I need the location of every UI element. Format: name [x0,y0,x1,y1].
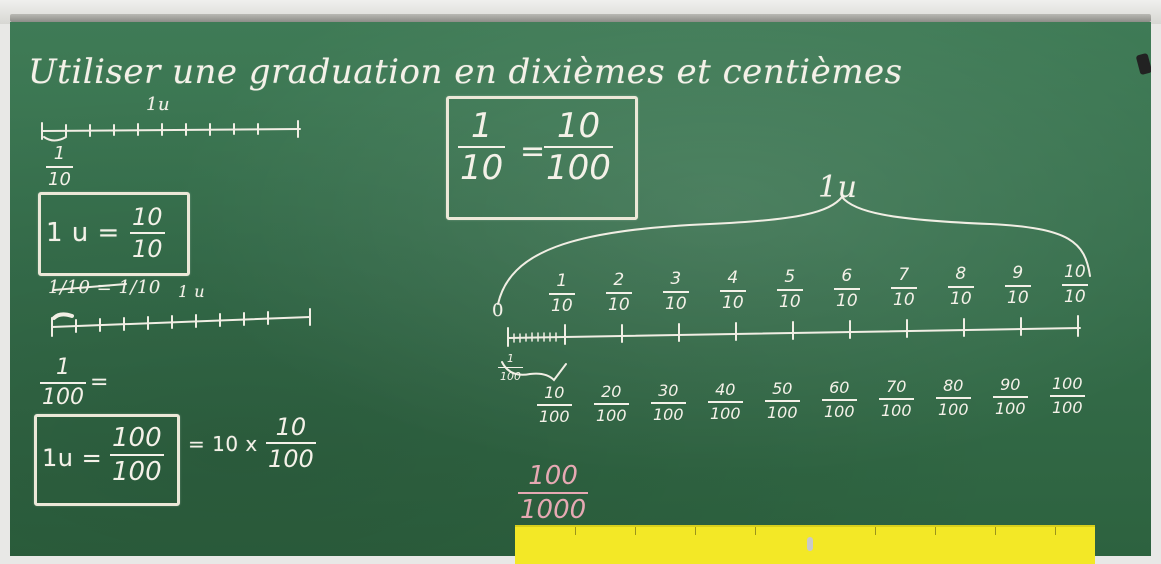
eq2-equal-sign: = [90,370,109,395]
middle-ruler-unit-label: 1 u [178,282,206,301]
small-ruler-brace [43,136,67,142]
eq2-lhs: 1u = [42,444,103,472]
eq2-rhs-prefix: = 10 x [188,432,258,456]
big-ruler-minor-ticks [513,332,557,343]
eq1-fraction: 10 10 [130,203,165,263]
big-ruler-brace [497,195,1091,305]
equation-box-1 [38,192,190,276]
box-equal-sign: = [520,134,546,169]
box-fraction-2: 10 100 [544,106,613,188]
chalk-rail [10,14,1151,22]
small-ruler-line [41,128,301,132]
equivalence-box [446,96,638,220]
middle-ruler-ticks [51,308,311,337]
chalkboard: Utiliser une graduation en dixièmes et c… [10,22,1151,556]
eq2-rhs-fraction: 10 100 [266,413,316,473]
big-ruler-ticks [507,315,1079,347]
chalk-drawings [41,120,1091,382]
small-ruler-fraction: 1 10 [46,143,73,190]
big-ruler-unit-label: 1u [818,170,858,205]
hundredth-brace [501,361,567,382]
eq2-hundredth-fraction: 1 100 [40,355,86,410]
hundredth-small-fraction: 1 100 [498,352,523,383]
small-ruler-unit-label: 1u [146,94,171,115]
box-fraction-1: 1 10 [458,106,506,188]
yellow-ruler [515,525,1095,564]
big-ruler-zero-label: 0 [492,300,504,321]
pink-fraction: 100 1000 [518,461,589,525]
lesson-title: Utiliser une graduation en dixièmes et c… [28,52,903,92]
strike-fraction-text: 1/10 = 1/10 [48,277,161,298]
eq1-lhs: 1 u = [46,218,120,248]
eq2-fraction: 100 100 [110,423,164,487]
small-ruler-ticks [41,120,299,140]
middle-ruler-mark [52,312,74,320]
middle-ruler-line [51,316,311,328]
strike-line [53,283,127,291]
equation-box-2 [34,414,180,506]
